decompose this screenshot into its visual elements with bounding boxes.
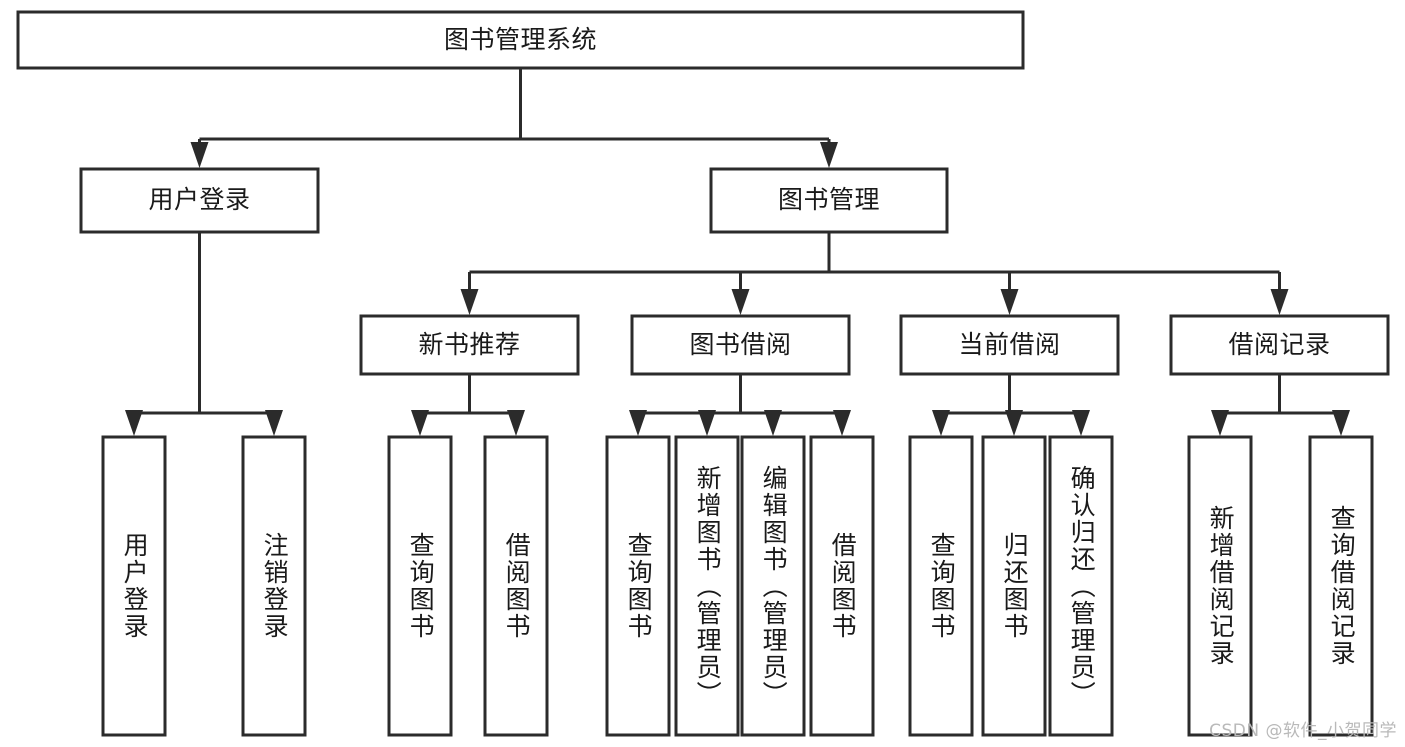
edges-layer: [125, 68, 1350, 436]
arrowhead-icon: [411, 410, 429, 436]
node-box-leaf13[interactable]: [1308, 435, 1374, 737]
node-box-leaf8[interactable]: [809, 435, 875, 737]
node-box-leaf12[interactable]: [1187, 435, 1253, 737]
arrowhead-icon: [265, 410, 283, 436]
node-box-l2b[interactable]: [709, 167, 949, 234]
node-box-l3c[interactable]: [899, 314, 1120, 376]
arrowhead-icon: [1270, 289, 1289, 315]
node-box-l3d[interactable]: [1169, 314, 1390, 376]
node-box-leaf10[interactable]: [981, 435, 1047, 737]
arrowhead-icon: [764, 410, 782, 436]
node-box-leaf6[interactable]: [674, 435, 740, 737]
node-box-leaf11[interactable]: [1048, 435, 1114, 737]
node-box-leaf1[interactable]: [101, 435, 167, 737]
node-box-root[interactable]: [16, 10, 1025, 70]
arrowhead-icon: [507, 410, 525, 436]
arrowhead-icon: [1332, 410, 1350, 436]
node-box-leaf3[interactable]: [387, 435, 453, 737]
arrowhead-icon: [1072, 410, 1090, 436]
arrowhead-icon: [932, 410, 950, 436]
node-box-leaf2[interactable]: [241, 435, 307, 737]
node-box-l3b[interactable]: [630, 314, 851, 376]
boxes-layer: [16, 10, 1390, 737]
node-box-l2a[interactable]: [79, 167, 320, 234]
arrowhead-icon: [698, 410, 716, 436]
arrowhead-icon: [629, 410, 647, 436]
arrowhead-icon: [833, 410, 851, 436]
arrowhead-icon: [1000, 289, 1019, 315]
arrowhead-icon: [190, 142, 209, 168]
arrowhead-icon: [460, 289, 479, 315]
arrowhead-icon: [731, 289, 750, 315]
node-box-leaf7[interactable]: [740, 435, 806, 737]
node-box-l3a[interactable]: [359, 314, 580, 376]
node-box-leaf5[interactable]: [605, 435, 671, 737]
arrowhead-icon: [1211, 410, 1229, 436]
node-box-leaf9[interactable]: [908, 435, 974, 737]
node-box-leaf4[interactable]: [483, 435, 549, 737]
arrowhead-icon: [1005, 410, 1023, 436]
arrowhead-icon: [125, 410, 143, 436]
arrowhead-icon: [820, 142, 838, 168]
